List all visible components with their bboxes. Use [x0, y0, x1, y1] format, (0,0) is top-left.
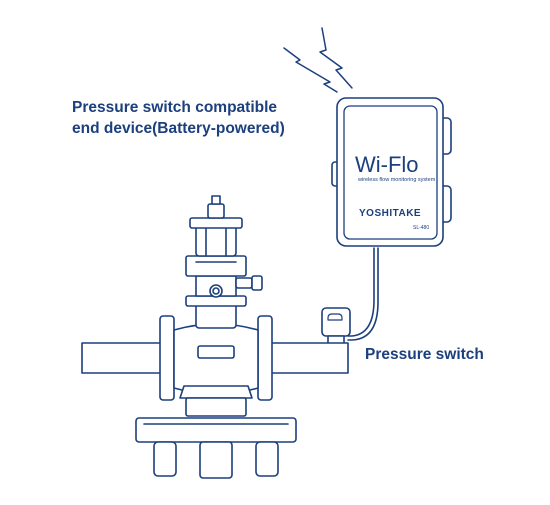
- valve-body: [173, 323, 259, 395]
- valve-flange-right: [257, 315, 273, 401]
- end-device-label: Pressure switch compatible end device(Ba…: [72, 97, 285, 139]
- device-front-panel: [343, 105, 438, 240]
- valve-base-bolt-right: [255, 441, 279, 477]
- pressure-switch-cap: [327, 313, 343, 321]
- device-brand: Wi-Flo: [355, 152, 419, 177]
- valve-lower-collar: [185, 397, 247, 417]
- valve-base-center: [199, 441, 233, 479]
- pressure-switch-label: Pressure switch: [365, 346, 484, 363]
- device-model: SL-480: [413, 225, 429, 231]
- valve-lower-neck: [179, 385, 253, 399]
- end-device-label-line1: Pressure switch compatible: [72, 99, 278, 116]
- valve-bonnet-port-inner: [212, 287, 220, 295]
- valve-actuator: [195, 225, 237, 257]
- valve-adjust-nut: [207, 203, 225, 219]
- wireless-signal-icon: [283, 27, 353, 93]
- valve-actuator-cap: [189, 217, 243, 229]
- valve-base-bolt-left: [153, 441, 177, 477]
- valve-flange-left: [159, 315, 175, 401]
- signal-cable: [347, 247, 379, 341]
- end-device-label-line2: end device(Battery-powered): [72, 120, 285, 137]
- valve-bottom-flange: [135, 417, 297, 443]
- valve: [135, 195, 297, 479]
- valve-body-window: [197, 345, 235, 359]
- valve-side-fitting: [235, 277, 253, 289]
- end-device: Wi-Flo wireless flow monitoring system Y…: [331, 97, 452, 247]
- pressure-switch: [321, 307, 351, 345]
- valve-side-nut: [251, 275, 263, 291]
- valve-upper-flange: [185, 255, 247, 277]
- valve-adjust-stem: [211, 195, 221, 205]
- device-maker: YOSHITAKE: [359, 208, 421, 219]
- device-tagline: wireless flow monitoring system: [357, 177, 436, 183]
- pressure-switch-body: [321, 307, 351, 337]
